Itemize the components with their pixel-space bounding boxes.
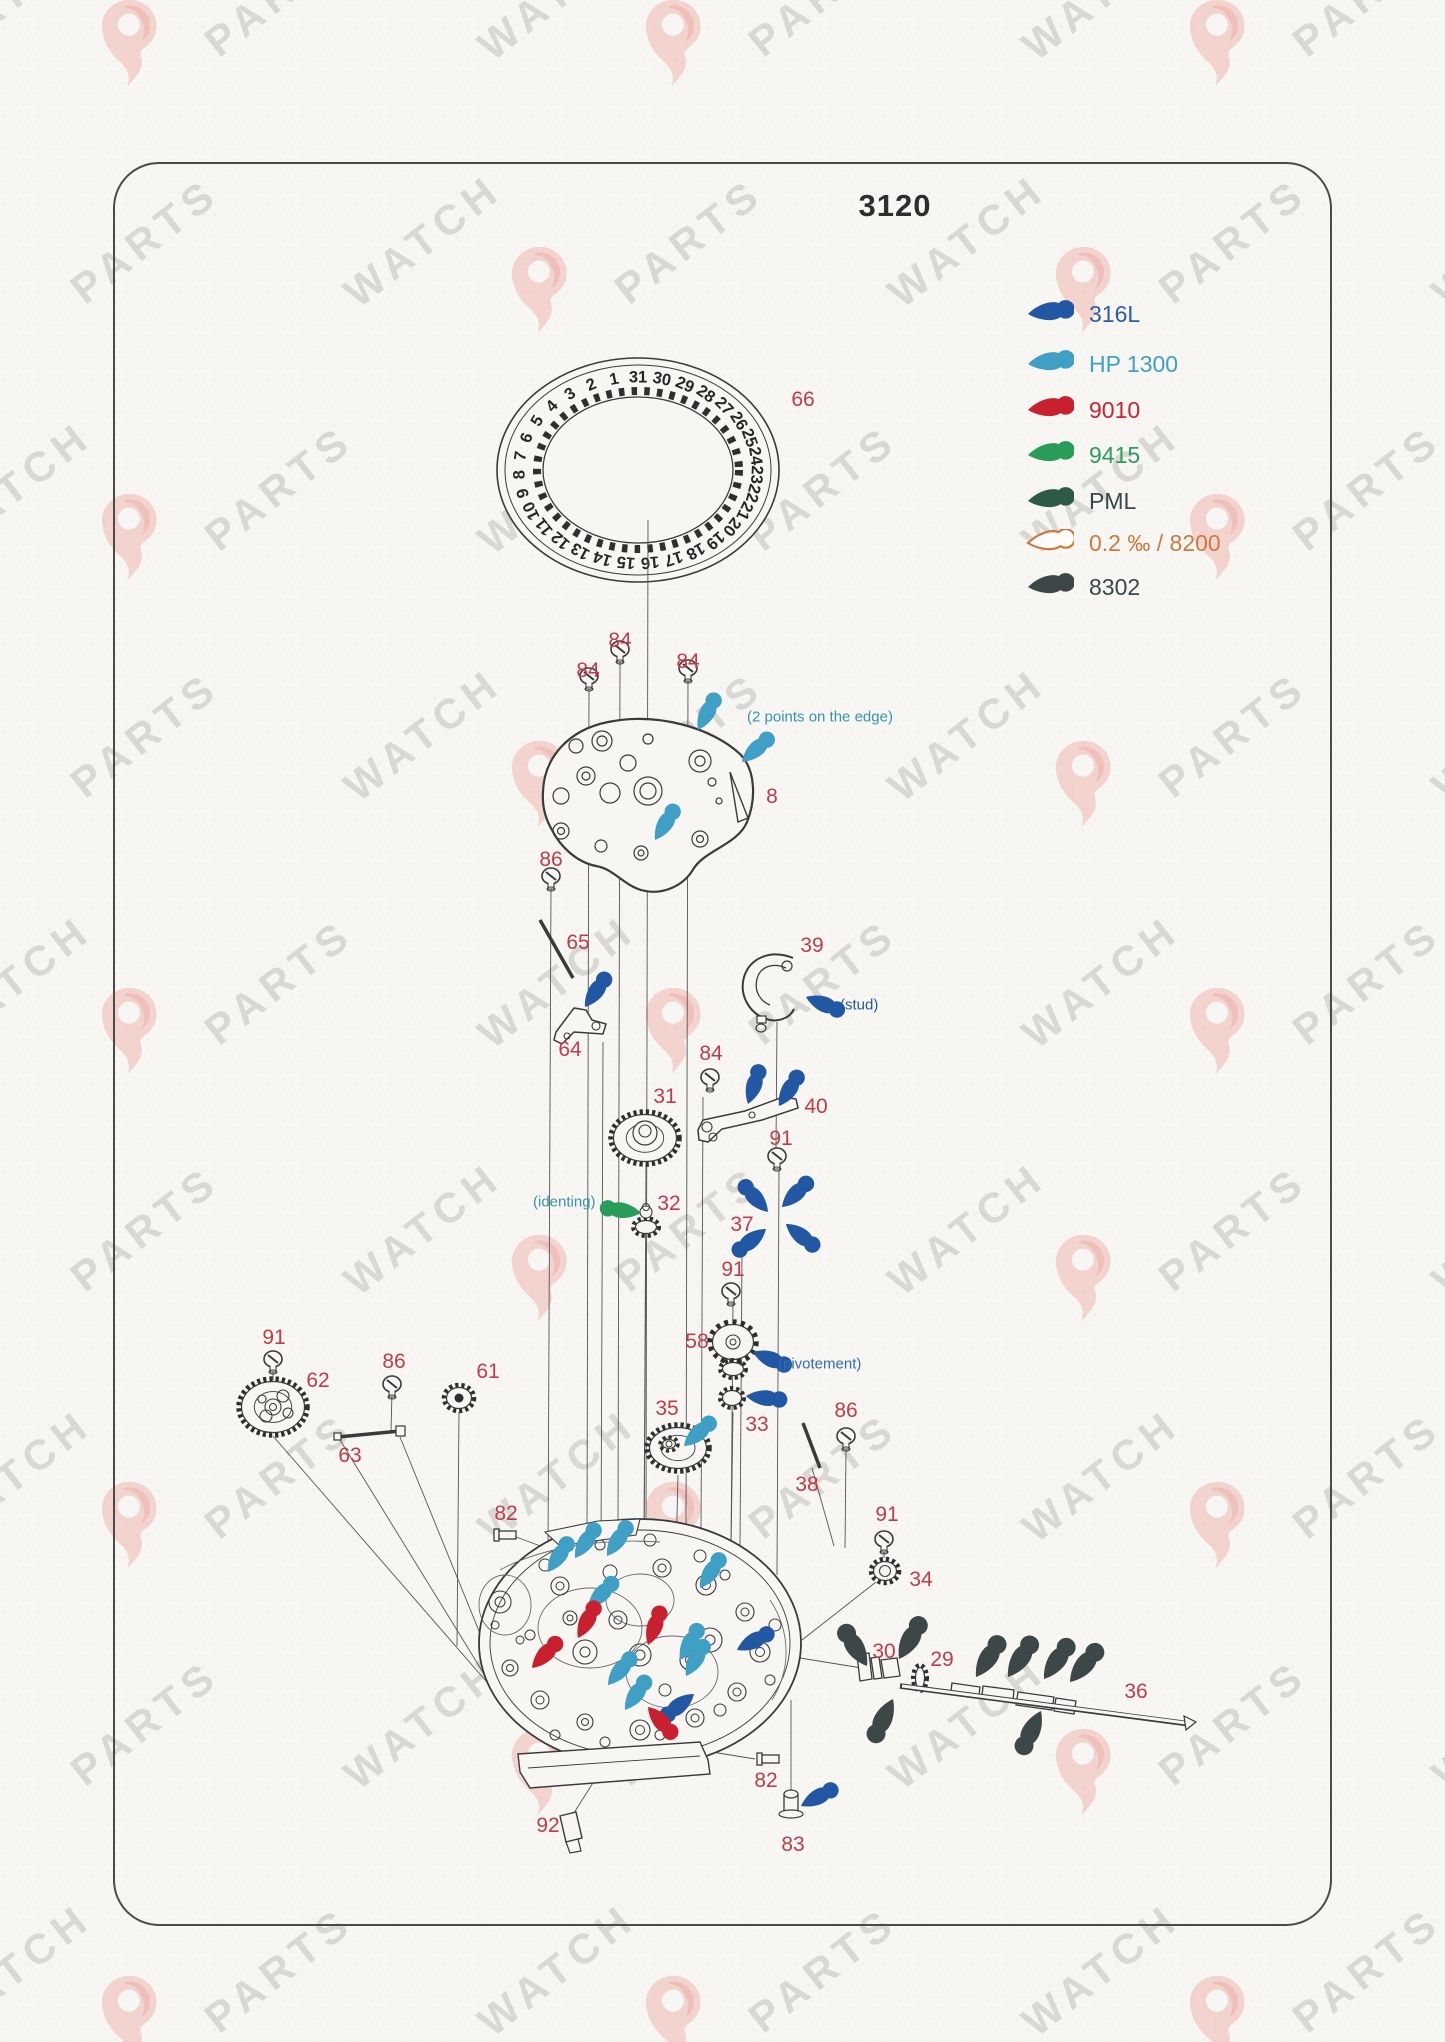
- lubricant-drop-icon: [1028, 350, 1074, 371]
- legend-label: HP 1300: [1089, 350, 1179, 377]
- part-number-label: 29: [930, 1648, 954, 1671]
- lubricant-drop-icon: [1028, 487, 1074, 508]
- svg-text:14: 14: [590, 547, 614, 570]
- part-number-label: 91: [721, 1258, 745, 1281]
- svg-text:22: 22: [742, 482, 764, 504]
- watermark-pin-logo: [1180, 1967, 1259, 2042]
- part-number-label: 63: [338, 1444, 362, 1467]
- legend-item: 9010: [1026, 396, 1140, 424]
- part-number-label: 86: [834, 1399, 858, 1422]
- part-number-label: 84: [576, 659, 600, 682]
- part-number-label: 38: [795, 1473, 819, 1496]
- part-number-label: 31: [653, 1085, 677, 1108]
- watermark-pin-logo: [92, 0, 171, 93]
- lubricant-drop-icon: [1026, 529, 1074, 551]
- legend-label: PML: [1089, 487, 1137, 514]
- legend-label: 9415: [1089, 441, 1141, 468]
- svg-text:8: 8: [510, 470, 528, 480]
- part-number-label: 58: [685, 1330, 709, 1353]
- lubricant-drop-icon: [1028, 441, 1074, 462]
- diagram-annotation: (identing): [533, 1193, 596, 1211]
- watermark-pin-logo: [502, 238, 581, 340]
- svg-text:7: 7: [511, 450, 530, 462]
- watermark-pin-logo: [92, 485, 171, 587]
- watermark-pin-logo: [92, 979, 171, 1081]
- lubricant-drop-icon: [1028, 573, 1074, 594]
- part-number-label: 84: [608, 629, 632, 652]
- part-number-label: 64: [558, 1038, 582, 1061]
- legend-label: 316L: [1089, 300, 1141, 327]
- part-number-label: 66: [791, 388, 815, 411]
- part-number-label: 36: [1124, 1680, 1148, 1703]
- watermark-pin-logo: [636, 1967, 715, 2042]
- part-number-label: 91: [875, 1503, 899, 1526]
- part-number-label: 92: [536, 1814, 560, 1837]
- part-number-label: 86: [382, 1350, 406, 1373]
- part-number-label: 30: [872, 1640, 896, 1663]
- legend-label: 8302: [1089, 573, 1141, 600]
- part-number-label: 8: [766, 785, 778, 808]
- watermark-pin-logo: [1180, 0, 1259, 93]
- part-number-label: 82: [494, 1502, 518, 1525]
- part-number-label: 86: [539, 848, 563, 871]
- part-number-label: 33: [745, 1413, 769, 1436]
- watermark-pin-logo: [1180, 979, 1259, 1081]
- diagram-annotation: (2 points on the edge): [747, 708, 893, 726]
- part-number-label: 61: [476, 1360, 500, 1383]
- part-number-label: 40: [804, 1095, 828, 1118]
- legend-item: PML: [1026, 487, 1136, 515]
- watermark-pin-logo: [1046, 238, 1125, 340]
- watermark-pin-logo: [636, 0, 715, 93]
- diagram-annotation: (stud): [840, 996, 879, 1014]
- svg-text:23: 23: [747, 465, 766, 484]
- svg-text:16: 16: [640, 552, 660, 572]
- part-number-label: 84: [676, 650, 700, 673]
- part-number-label: 62: [306, 1369, 330, 1392]
- watermark-pin-logo: [1180, 1473, 1259, 1575]
- part-number-label: 35: [655, 1397, 679, 1420]
- lubricant-drop-icon: [1028, 300, 1074, 321]
- svg-text:25: 25: [738, 426, 761, 449]
- legend-item: HP 1300: [1026, 350, 1178, 378]
- svg-text:9: 9: [513, 487, 533, 500]
- watermark-pin-logo: [1180, 485, 1259, 587]
- legend-item: 9415: [1026, 441, 1140, 469]
- watermark-pin-logo: [92, 1473, 171, 1575]
- svg-text:15: 15: [616, 552, 636, 572]
- part-number-label: 65: [566, 931, 590, 954]
- part-number-label: 83: [781, 1833, 805, 1856]
- watermark-pin-logo: [1046, 732, 1125, 834]
- legend-item: 8302: [1026, 573, 1140, 601]
- watermark-pin-logo: [1046, 1720, 1125, 1822]
- legend-label: 0.2 ‰ / 8200: [1089, 529, 1221, 556]
- part-number-label: 82: [754, 1769, 778, 1792]
- part-number-label: 37: [730, 1213, 754, 1236]
- part-number-label: 91: [769, 1127, 793, 1150]
- part-number-label: 91: [262, 1326, 286, 1349]
- page-border: [113, 162, 1332, 1926]
- legend-item: 316L: [1026, 300, 1140, 328]
- diagram-annotation: (pivotement): [778, 1355, 862, 1373]
- watermark-pin-logo: [1046, 1226, 1125, 1328]
- svg-text:17: 17: [662, 547, 685, 570]
- svg-text:1: 1: [608, 370, 621, 389]
- part-number-label: 34: [909, 1568, 933, 1591]
- legend-item: 0.2 ‰ / 8200: [1026, 529, 1221, 557]
- lubricant-drop-icon: [1028, 396, 1074, 417]
- svg-text:31: 31: [629, 368, 647, 386]
- watermark-pin-logo: [92, 1967, 171, 2042]
- watermark-pin-logo: [502, 1226, 581, 1328]
- svg-text:29: 29: [673, 373, 697, 397]
- svg-text:24: 24: [745, 446, 766, 468]
- part-number-label: 39: [800, 934, 824, 957]
- page-title: 3120: [858, 188, 932, 223]
- legend-label: 9010: [1089, 396, 1141, 423]
- part-number-label: 84: [699, 1042, 723, 1065]
- svg-text:30: 30: [651, 369, 673, 390]
- part-number-label: 32: [657, 1192, 681, 1215]
